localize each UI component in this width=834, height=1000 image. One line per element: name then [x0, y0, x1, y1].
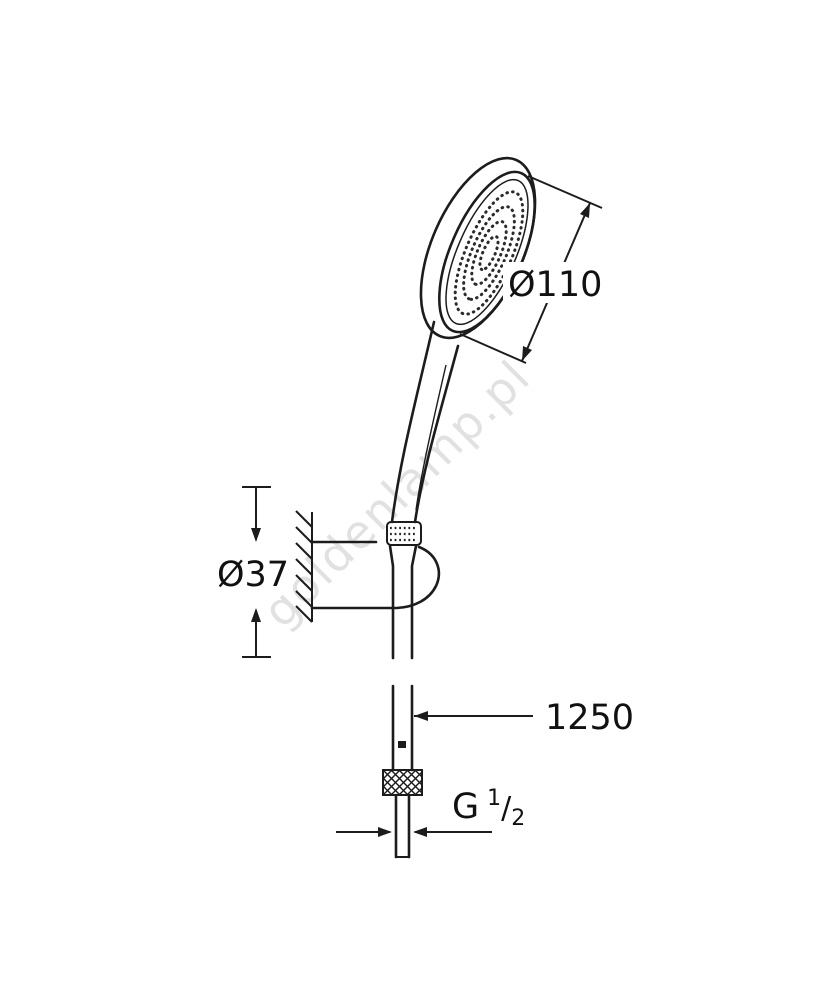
- arrowhead: [414, 711, 428, 721]
- arrowhead: [580, 203, 590, 218]
- dim-holder-diameter: Ø37: [217, 486, 289, 658]
- hose-marking: [398, 741, 406, 748]
- arrowhead: [251, 528, 261, 542]
- handle-knurl-ring: [386, 521, 422, 546]
- head-diameter-label: Ø110: [508, 265, 602, 305]
- dim-head-diameter: Ø110: [459, 175, 605, 364]
- shower-head-outline: [419, 156, 537, 340]
- holder-body-edge: [310, 545, 441, 610]
- shower-hose-lower: [391, 684, 414, 772]
- shower-hose: [382, 544, 423, 859]
- wall-holder: [310, 540, 441, 610]
- shower-hose-upper: [388, 544, 418, 660]
- dim-hose-length: 1250: [414, 698, 634, 738]
- hose-connector-nut: [382, 769, 423, 796]
- witness-line: [459, 333, 527, 364]
- handle-right-edge: [413, 344, 460, 524]
- handle-inner-line: [415, 364, 447, 511]
- handle-left-edge: [390, 320, 436, 524]
- holder-diameter-label: Ø37: [217, 555, 289, 595]
- hose-length-label: 1250: [545, 698, 634, 738]
- arrowhead: [251, 608, 261, 622]
- spray-face-inner-ring: [445, 178, 529, 326]
- witness-line: [527, 175, 603, 209]
- arrowhead: [378, 827, 392, 837]
- shower-handle: [386, 320, 460, 546]
- arrowhead: [522, 346, 532, 361]
- shower-head: [419, 156, 537, 340]
- wall-hatch: [295, 510, 313, 623]
- label-background: [503, 262, 605, 303]
- hose-end: [394, 793, 411, 859]
- arrowhead: [413, 827, 427, 837]
- wall-section: [295, 510, 313, 623]
